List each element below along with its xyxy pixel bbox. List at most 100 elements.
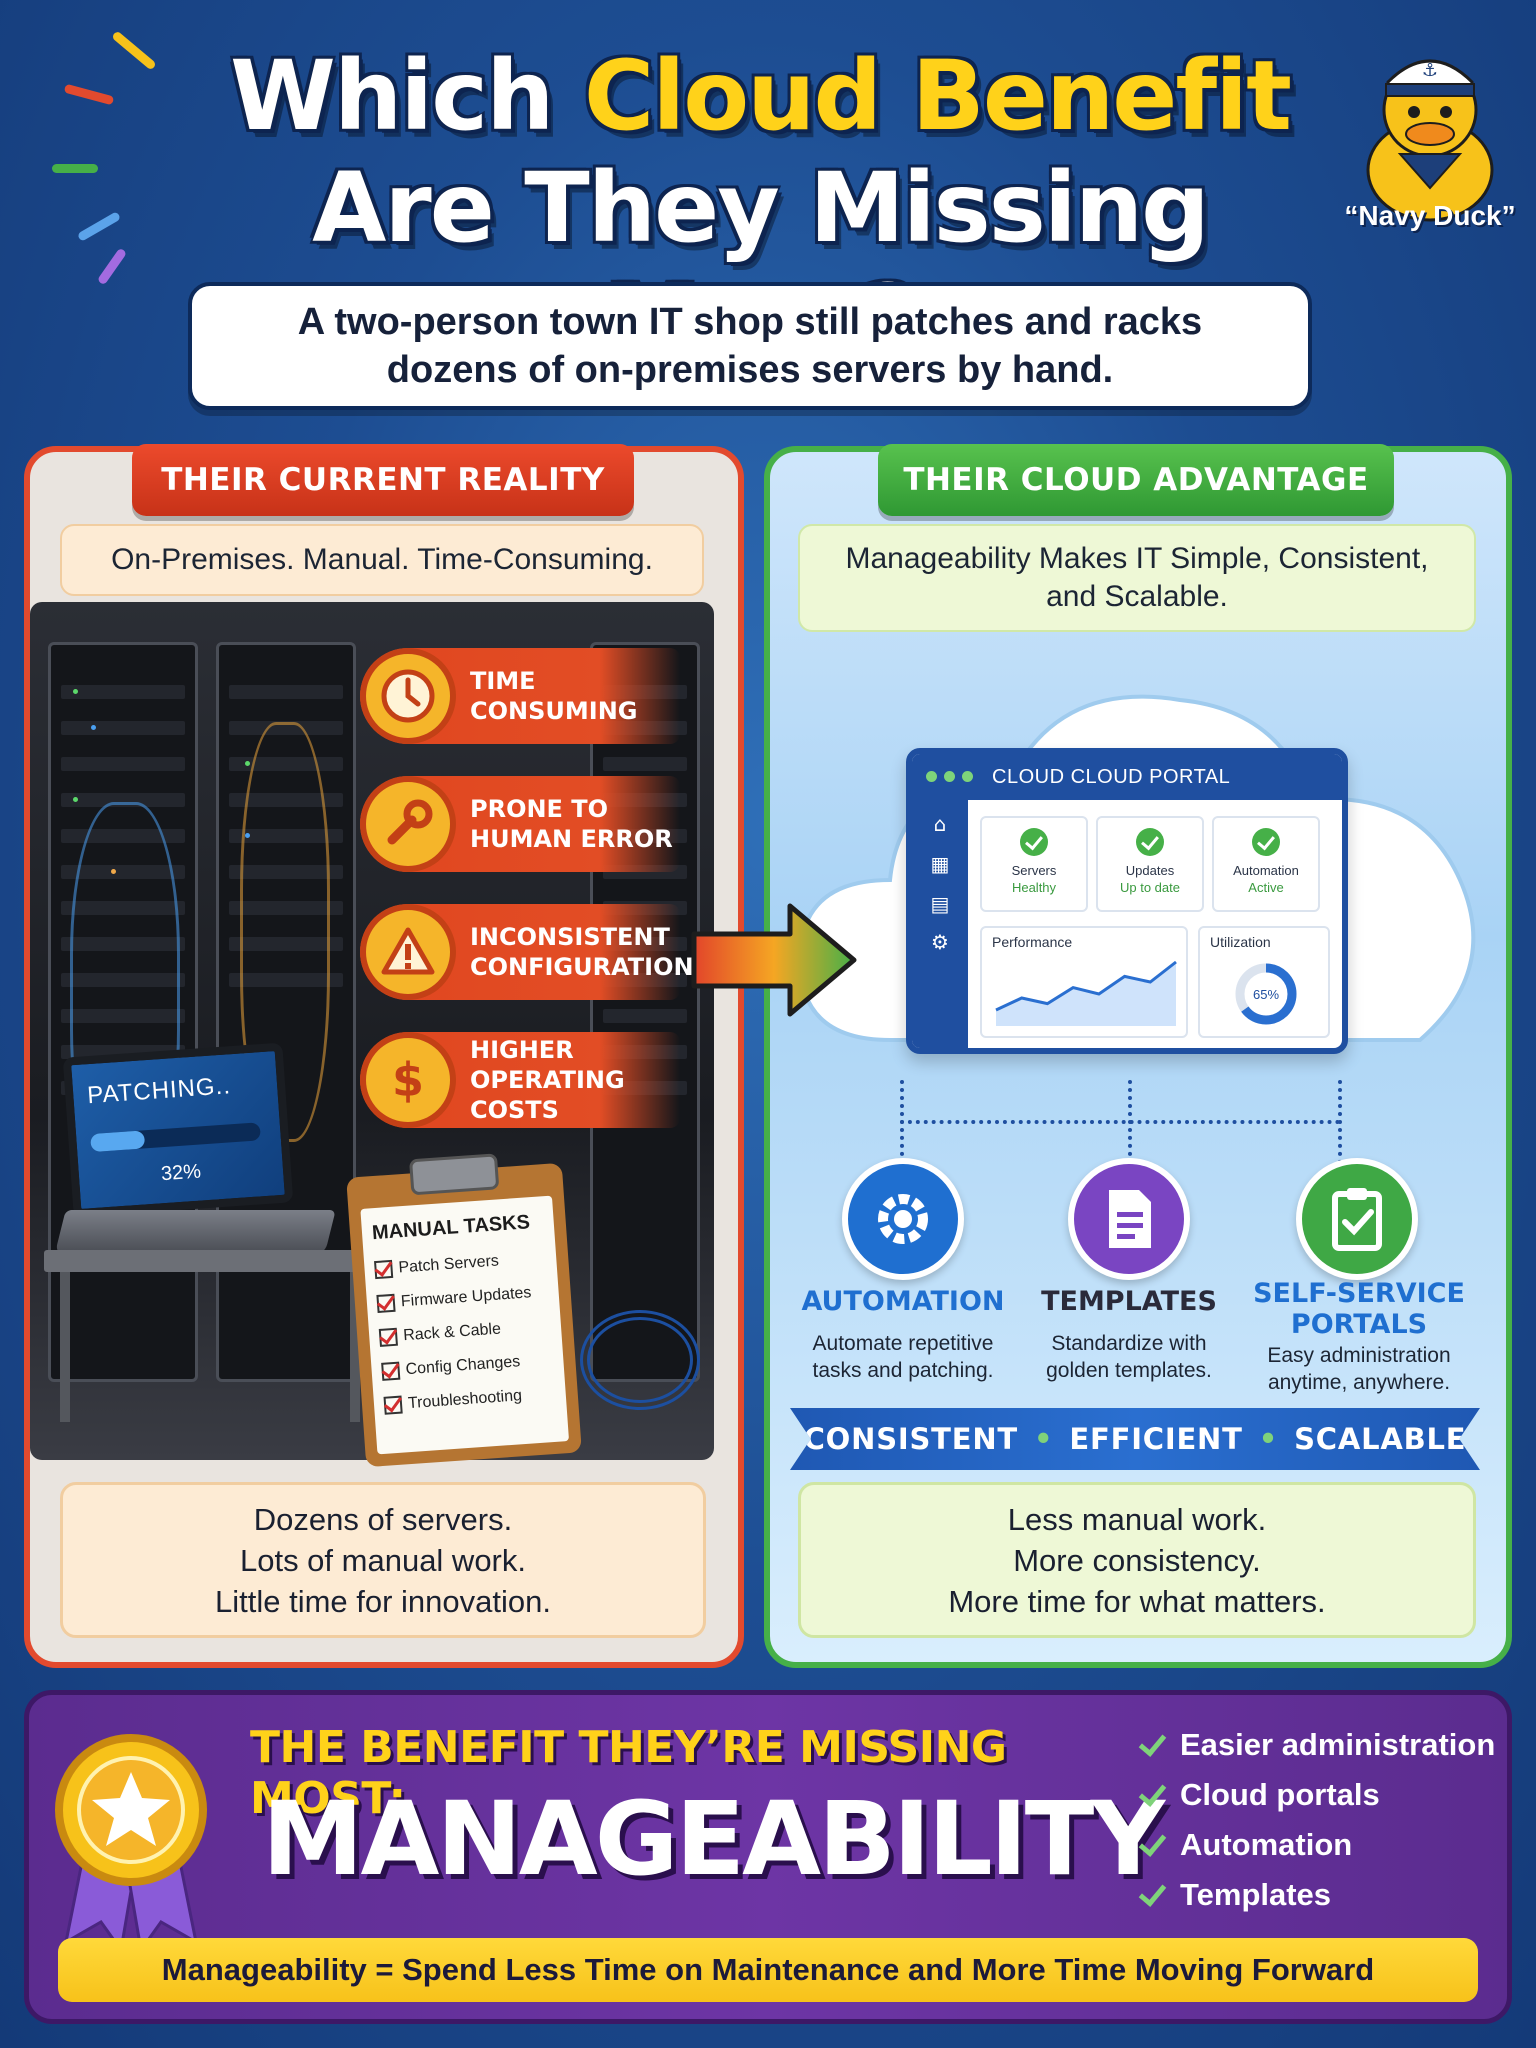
summary-line: Little time for innovation. [214,1583,551,1619]
sparkline-area [996,962,1176,1026]
self-service-feature-icon [1296,1158,1418,1280]
subtitle-box: A two-person town IT shop still patches … [188,282,1312,410]
current-reality-ribbon: THEIR CURRENT REALITY [132,444,634,516]
templates-feature-icon [1068,1158,1190,1280]
portal-sidebar: ⌂ ▦ ▤ ⚙ [912,800,968,1048]
title-line: PORTALS [1290,1309,1428,1340]
connector-line [1128,1080,1132,1180]
apps-icon[interactable]: ▤ [930,892,950,916]
stat-card-automation[interactable]: Automation Active [1212,816,1320,912]
stat-card-servers[interactable]: Servers Healthy [980,816,1088,912]
task-label: Firmware Updates [400,1284,532,1311]
award-medal-icon [55,1734,207,1952]
laptop-screen: PATCHING.. 32% [62,1042,294,1218]
checklist-item: Easier administration [1136,1720,1506,1770]
sparkline-line [995,960,1177,1012]
desc-line: Easy administration [1267,1344,1451,1367]
summary-line: Lots of manual work. [239,1542,526,1578]
dollar-icon: $ [360,1032,456,1128]
check-circle-icon [1020,828,1048,856]
connector-line [900,1120,1340,1124]
sparkle-accent [63,83,115,106]
warning-icon [360,904,456,1000]
feature-title-self-service: SELF-SERVICE PORTALS [1236,1278,1482,1340]
bullet-icon: • [1034,1422,1054,1456]
issue-line-1: PRONE TO [470,795,609,823]
utilization-percent: 65% [1253,987,1279,1002]
check-circle-icon [1136,828,1164,856]
issue-line-1: TIME [470,667,536,695]
patching-progress-fill [90,1130,146,1153]
checklist-label: Easier administration [1180,1727,1496,1762]
checklist-item: Automation [1136,1820,1506,1870]
summary-line: More time for what matters. [948,1583,1326,1619]
checkmark-icon [1136,1730,1166,1760]
issue-line-1: HIGHER [470,1036,574,1064]
checkbox-icon [374,1259,394,1280]
performance-sparkline [995,960,1177,1026]
donut-fill [1235,963,1297,1025]
current-reality-tagline: On-Premises. Manual. Time-Consuming. [60,524,704,596]
cloud-portal-window: CLOUD CLOUD PORTAL ⌂ ▦ ▤ ⚙ Servers Healt… [906,748,1348,1054]
task-label: Rack & Cable [402,1320,502,1345]
connector-line [1338,1080,1342,1180]
checklist-label: Automation [1180,1827,1353,1862]
stat-status: Healthy [1011,880,1057,895]
issue-line-2: CONSUMING [470,697,638,725]
summary-line: Dozens of servers. [253,1501,513,1537]
feature-desc-self-service: Easy administration anytime, anywhere. [1236,1342,1482,1396]
cart-leg [350,1272,360,1422]
connector-line [900,1080,904,1180]
desc-line: golden templates. [1046,1359,1212,1382]
utilization-donut: 65% [1235,963,1297,1025]
svg-text:$: $ [392,1053,424,1107]
takeaway-kicker: THE BENEFIT THEY’RE MISSING MOST: [250,1722,1007,1824]
benefit-checklist: Easier administration Cloud portals Auto… [1136,1720,1506,1920]
cloud-advantage-summary: Less manual work. More consistency. More… [798,1482,1476,1638]
sparkle-accent [52,164,98,173]
desc-line: tasks and patching. [812,1359,994,1382]
stat-name: Updates [1125,863,1175,878]
stat-card-updates[interactable]: Updates Up to date [1096,816,1204,912]
stat-name: Servers [1011,863,1057,878]
issue-line-2: OPERATING COSTS [470,1066,625,1124]
utilization-card[interactable]: Utilization 65% [1198,926,1330,1038]
cart-table [44,1250,374,1272]
sparkle-accent [96,247,128,286]
performance-label: Performance [992,934,1073,950]
settings-icon[interactable]: ⚙ [931,930,949,954]
issue-line-1: INCONSISTENT [470,923,670,951]
checklist-item: Cloud portals [1136,1770,1506,1820]
stat-name: Automation [1233,863,1299,878]
checkmark-icon [1136,1780,1166,1810]
checkbox-icon [383,1395,403,1415]
banner-word: CONSISTENT [803,1422,1019,1456]
sparkle-accent [111,30,157,71]
banner-word: EFFICIENT [1069,1422,1243,1456]
task-label: Config Changes [405,1353,521,1379]
task-label: Patch Servers [397,1252,500,1277]
issue-line-2: HUMAN ERROR [470,825,673,853]
bullet-icon: • [1258,1422,1279,1456]
banner-word: SCALABLE [1294,1422,1467,1456]
performance-card[interactable]: Performance [980,926,1188,1038]
grid-icon[interactable]: ▦ [930,852,950,876]
cloud-advantage-tagline: Manageability Makes IT Simple, Consisten… [798,524,1476,632]
transition-arrow-icon [691,903,857,1017]
home-icon[interactable]: ⌂ [933,812,947,836]
desc-line: Standardize with [1051,1332,1207,1355]
automation-feature-icon [842,1158,964,1280]
checklist-item: Templates [1136,1870,1506,1920]
patching-label: PATCHING.. [86,1072,232,1110]
server-rack [590,642,700,1382]
manual-tasks-clipboard: MANUAL TASKS Patch Servers Firmware Upda… [346,1153,582,1468]
summary-line: Less manual work. [1007,1501,1267,1537]
checkbox-icon [376,1293,396,1314]
feature-title-templates: TEMPLATES [1041,1286,1217,1317]
desc-line: anytime, anywhere. [1267,1371,1451,1394]
clock-icon [360,648,456,744]
sparkle-accent [76,211,122,242]
